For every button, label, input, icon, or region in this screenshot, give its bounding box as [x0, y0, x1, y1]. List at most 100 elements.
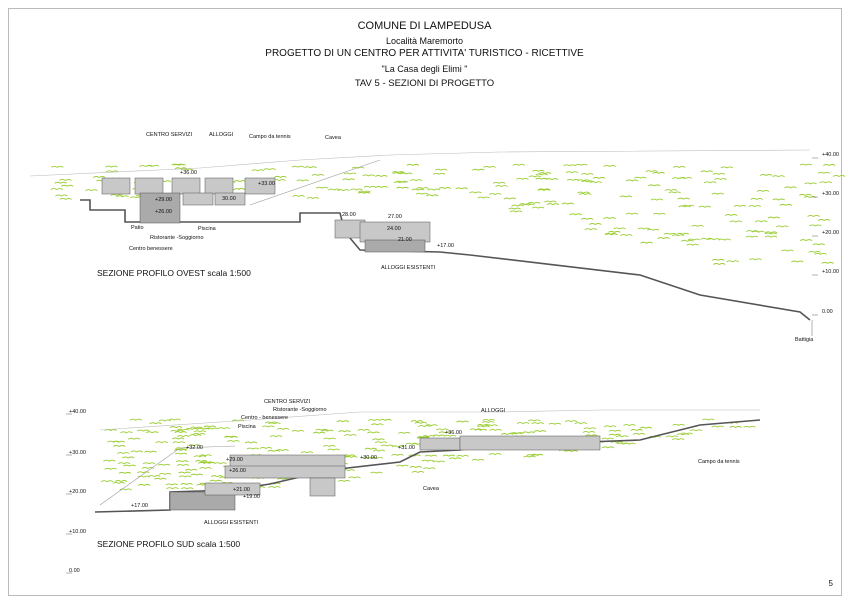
vegetation-mark [527, 201, 541, 204]
vegetation-mark [274, 175, 287, 178]
vegetation-mark [100, 480, 114, 483]
vegetation-mark [116, 195, 129, 198]
vegetation-mark [292, 195, 305, 198]
vegetation-mark [523, 455, 536, 458]
vegetation-mark [427, 188, 441, 191]
elev: +30.00 [360, 455, 377, 461]
vegetation-mark [367, 431, 380, 434]
vegetation-mark [259, 447, 273, 450]
vegetation-mark [619, 195, 633, 198]
vegetation-mark [391, 453, 404, 456]
vegetation-mark [233, 180, 247, 183]
vegetation-mark [592, 176, 606, 179]
elev: +29.00 [226, 457, 243, 463]
vegetation-mark [781, 249, 794, 252]
vegetation-mark [139, 165, 152, 168]
vegetation-mark [348, 476, 361, 479]
vegetation-mark [276, 427, 290, 430]
vegetation-mark [668, 191, 681, 194]
vegetation-mark [477, 196, 490, 199]
vegetation-mark [263, 168, 276, 171]
vegetation-mark [544, 200, 557, 203]
vegetation-mark [269, 435, 283, 438]
scale-label: +30.00 [822, 191, 839, 197]
vegetation-mark [610, 441, 624, 444]
vegetation-mark [392, 172, 406, 175]
vegetation-mark [426, 194, 439, 197]
vegetation-mark [251, 169, 264, 172]
vegetation-mark [581, 173, 594, 176]
vegetation-mark [580, 217, 594, 220]
vegetation-mark [671, 438, 685, 441]
vegetation-mark [350, 188, 363, 191]
vegetation-mark [379, 418, 392, 421]
vegetation-mark [405, 442, 419, 445]
label-alloggi: ALLOGGI [481, 408, 506, 414]
vegetation-mark [244, 441, 258, 444]
vegetation-mark [277, 477, 290, 480]
vegetation-mark [702, 418, 715, 421]
vegetation-mark [448, 457, 462, 460]
vegetation-mark [535, 173, 548, 176]
label-ristorante: Ristorante -Soggiorno [150, 235, 204, 241]
vegetation-mark [676, 433, 690, 436]
vegetation-mark [791, 260, 804, 263]
vegetation-mark [687, 238, 701, 241]
label-centro-servizi: CENTRO SERVIZI [146, 132, 193, 138]
vegetation-mark [337, 479, 351, 482]
scale-label: +20.00 [822, 230, 839, 236]
vegetation-mark [703, 181, 717, 184]
vegetation-mark [456, 420, 469, 423]
vegetation-mark [321, 429, 334, 432]
vegetation-mark [714, 178, 727, 181]
vegetation-mark [764, 231, 778, 234]
vegetation-mark [686, 243, 699, 246]
vegetation-mark [174, 431, 187, 434]
vegetation-mark [409, 466, 423, 469]
vegetation-mark [799, 163, 813, 166]
vegetation-mark [726, 260, 739, 263]
vegetation-mark [634, 176, 647, 179]
vegetation-mark [114, 480, 128, 483]
scale-sud-ticks [66, 413, 72, 574]
vegetation-mark [246, 447, 260, 450]
label-patio: Patio [131, 225, 144, 231]
vegetation-mark [481, 421, 495, 424]
vegetation-mark [327, 448, 340, 451]
elev: +21.00 [233, 487, 250, 493]
vegetation-mark [103, 459, 116, 462]
vegetation-mark [121, 456, 135, 459]
vegetation-mark [158, 419, 172, 422]
vegetation-mark [357, 429, 371, 432]
vegetation-mark [718, 238, 731, 241]
vegetation-mark [601, 446, 615, 449]
vegetation-mark [653, 212, 666, 215]
buildings-ovest [101, 177, 431, 253]
vegetation-mark [531, 422, 545, 425]
vegetation-mark [442, 454, 456, 457]
vegetation-mark [362, 174, 375, 177]
vegetation-mark [203, 425, 217, 428]
vegetation-mark [425, 424, 438, 427]
vegetation-mark [178, 475, 192, 478]
elev: +26.00 [155, 209, 172, 215]
vegetation-mark [784, 186, 797, 189]
vegetation-mark [166, 487, 179, 490]
label-alloggi-esistenti: ALLOGGI ESISTENTI [381, 265, 436, 271]
vegetation-mark [455, 187, 468, 190]
vegetation-mark [176, 428, 190, 431]
vegetation-mark [130, 450, 144, 453]
drawing-frame [8, 8, 842, 596]
title-comune: COMUNE DI LAMPEDUSA [357, 20, 492, 32]
vegetation-mark [616, 442, 629, 445]
vegetation-mark [565, 450, 578, 453]
vegetation-mark [119, 488, 132, 491]
scale-label: +10.00 [69, 529, 86, 535]
elev: 28.00 [342, 212, 356, 218]
vegetation-mark [577, 191, 590, 194]
vegetation-mark [767, 216, 781, 219]
vegetation-mark [105, 165, 118, 168]
vegetation-mark [578, 193, 592, 196]
vegetation-mark [589, 181, 603, 184]
vegetation-mark [110, 194, 123, 197]
